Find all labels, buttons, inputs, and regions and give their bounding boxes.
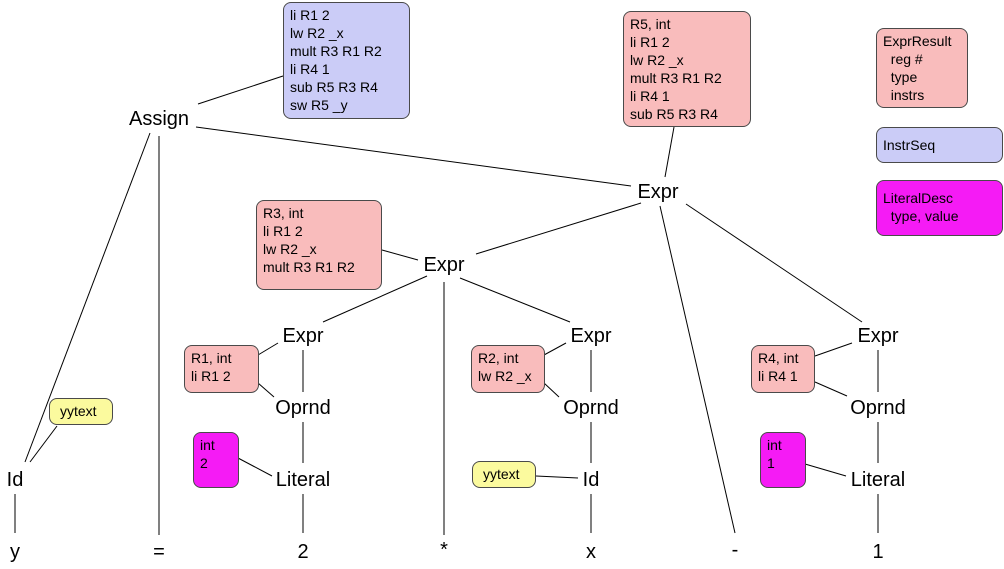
edge-exprtop-minus xyxy=(659,205,736,534)
box-line: li R1 2 xyxy=(290,7,330,23)
box-line: R3, int xyxy=(263,205,304,221)
edge-expr-top-box xyxy=(664,126,675,178)
box-line: R4, int xyxy=(758,350,799,366)
edge-literal-box xyxy=(237,457,273,477)
box-line: mult R3 R1 R2 xyxy=(630,70,722,86)
literal-right-desc-box: int 1 xyxy=(760,432,806,488)
box-line: yytext xyxy=(60,403,97,419)
edge-exprmid-exprcenter xyxy=(459,277,571,323)
edge-id-yytext xyxy=(535,475,579,479)
box-line: mult R3 R1 R2 xyxy=(290,43,382,59)
edge-oprndright-box xyxy=(814,381,848,397)
box-line: li R4 1 xyxy=(290,61,330,77)
edge-idleft-yytext xyxy=(29,425,58,463)
legend-line: type, value xyxy=(883,208,959,224)
literal-left-node: Literal xyxy=(275,469,331,491)
token-y: y xyxy=(10,541,20,563)
oprnd-left-node: Oprnd xyxy=(275,397,331,419)
box-line: int xyxy=(767,437,782,453)
box-line: 2 xyxy=(200,455,208,471)
expr-right-node: Expr xyxy=(857,325,899,347)
edge-exprtop-exprmid xyxy=(475,202,642,255)
expr-right-result-box: R4, int li R4 1 xyxy=(751,345,815,393)
token-1: 1 xyxy=(872,541,884,563)
edge-assign-box xyxy=(197,75,284,105)
id-center-node: Id xyxy=(582,469,600,491)
box-line: sub R5 R3 R4 xyxy=(290,79,378,95)
edge-exprcenter-box xyxy=(543,342,567,356)
edge-exprleft-box xyxy=(257,342,279,356)
expr-center-node: Expr xyxy=(570,325,612,347)
box-line: yytext xyxy=(483,466,520,482)
box-line: sub R5 R3 R4 xyxy=(630,106,718,122)
token-star: * xyxy=(440,539,448,561)
edge-literalright-box xyxy=(804,463,847,477)
box-line: li R4 1 xyxy=(758,368,798,384)
expr-top-node: Expr xyxy=(637,181,679,203)
box-line: lw R2 _x xyxy=(263,241,317,257)
box-line: li R1 2 xyxy=(191,368,231,384)
expr-left-result-box: R1, int li R1 2 xyxy=(184,345,259,393)
legend-line: LiteralDesc xyxy=(883,190,954,206)
yytext-center-box: yytext xyxy=(472,461,536,488)
legend-line: ExprResult xyxy=(883,33,952,49)
box-line: R1, int xyxy=(191,350,232,366)
edge-assign-id xyxy=(24,132,151,463)
assign-node: Assign xyxy=(128,108,190,130)
edge-exprmid-exprleft xyxy=(322,275,428,323)
edge-exprmid-box xyxy=(381,249,419,261)
literal-right-node: Literal xyxy=(850,469,906,491)
expr-center-result-box: R2, int lw R2 _x xyxy=(471,345,545,393)
token-2: 2 xyxy=(297,541,309,563)
id-left-node: Id xyxy=(6,469,24,491)
edge-exprtop-exprright xyxy=(685,203,863,323)
box-line: lw R2 _x xyxy=(290,25,344,41)
token-x: x xyxy=(586,541,596,563)
token-minus: - xyxy=(731,539,739,561)
oprnd-center-node: Oprnd xyxy=(563,397,619,419)
token-equals: = xyxy=(153,541,165,563)
box-line: lw R2 _x xyxy=(630,52,684,68)
legend-instr-seq: InstrSeq xyxy=(876,127,1003,163)
box-line: li R1 2 xyxy=(263,223,303,239)
literal-left-desc-box: int 2 xyxy=(193,432,239,488)
legend-line: InstrSeq xyxy=(883,137,936,153)
expr-mid-result-box: R3, int li R1 2 lw R2 _x mult R3 R1 R2 xyxy=(256,200,382,290)
legend-line: reg # xyxy=(883,51,923,67)
expr-mid-node: Expr xyxy=(423,254,465,276)
box-line: int xyxy=(200,437,215,453)
box-line: R2, int xyxy=(478,350,519,366)
assign-instr-seq-box: li R1 2 lw R2 _x mult R3 R1 R2 li R4 1 s… xyxy=(283,2,410,119)
edge-oprndcenter-box xyxy=(543,382,560,398)
edge-assign-expr xyxy=(195,126,632,187)
box-line: 1 xyxy=(767,455,775,471)
legend-literal-desc: LiteralDesc type, value xyxy=(876,180,1003,236)
edge-oprndleft-box xyxy=(257,382,275,398)
yytext-left-box: yytext xyxy=(49,398,113,425)
box-line: mult R3 R1 R2 xyxy=(263,259,355,275)
box-line: li R4 1 xyxy=(630,88,670,104)
edge-exprright-box xyxy=(814,342,853,357)
expr-left-node: Expr xyxy=(282,325,324,347)
box-line: lw R2 _x xyxy=(478,368,532,384)
expr-top-result-box: R5, int li R1 2 lw R2 _x mult R3 R1 R2 l… xyxy=(623,11,751,127)
legend-line: instrs xyxy=(883,87,925,103)
oprnd-right-node: Oprnd xyxy=(850,397,906,419)
box-line: sw R5 _y xyxy=(290,97,348,113)
box-line: li R1 2 xyxy=(630,34,670,50)
legend-line: type xyxy=(883,69,918,85)
legend-expr-result: ExprResult reg # type instrs xyxy=(876,28,968,108)
box-line: R5, int xyxy=(630,16,671,32)
